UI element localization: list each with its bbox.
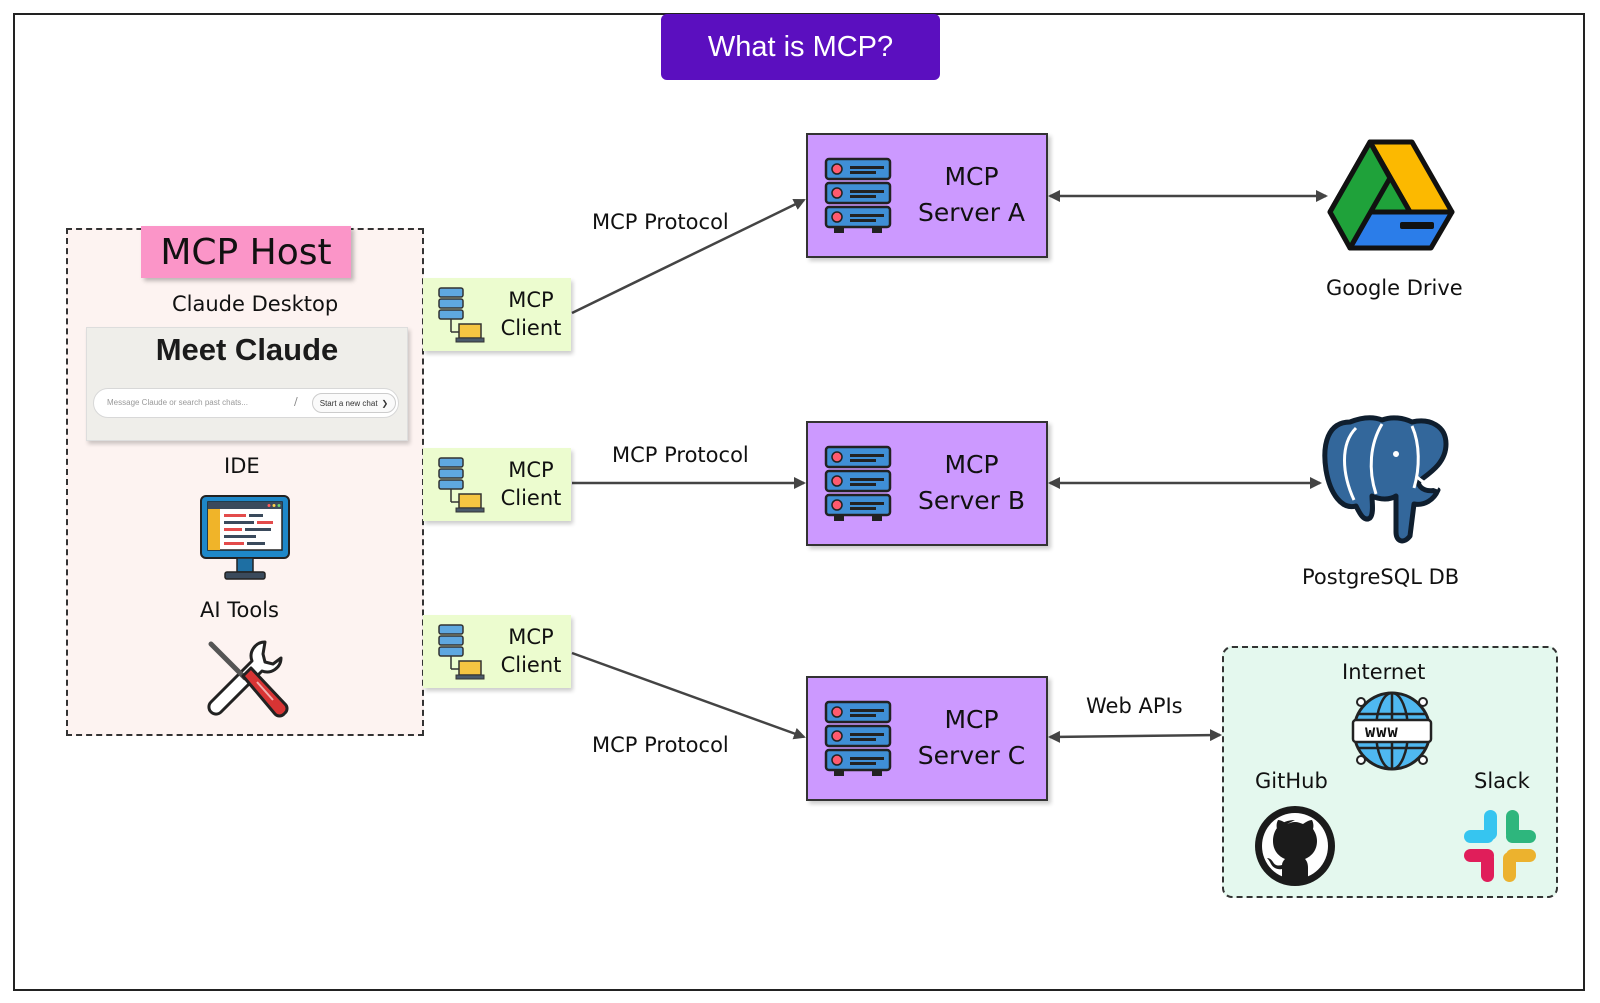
globe-icon [1351,691,1433,771]
meet-claude-heading: Meet Claude [155,332,339,367]
ide-label: IDE [224,454,260,478]
postgresql-elephant-icon [1322,415,1449,544]
claude-input-placeholder: Message Claude or search past chats... [107,398,248,407]
github-label: GitHub [1255,769,1328,793]
claude-desktop-label: Claude Desktop [172,292,339,316]
server-rack-icon [824,445,892,521]
mcp-host-label: MCP Host [141,226,351,278]
client-server-laptop-icon [438,457,485,513]
attach-icon[interactable]: ∕ [294,395,298,408]
protocol-label-b: MCP Protocol [612,443,749,467]
protocol-label-c: MCP Protocol [592,733,729,757]
claude-desktop-screenshot: Meet Claude Message Claude or search pas… [86,327,408,441]
chevron-right-icon: ❯ [381,398,389,408]
google-drive-icon [1327,139,1455,251]
slack-icon [1464,810,1536,882]
postgresql-label: PostgreSQL DB [1302,565,1460,589]
server-rack-icon [824,157,892,233]
internet-label: Internet [1342,660,1426,684]
ide-monitor-icon [200,495,290,580]
protocol-arrow-a [571,198,806,315]
client-server-laptop-icon [438,287,485,343]
ai-tools-label: AI Tools [200,598,279,622]
protocol-label-a: MCP Protocol [592,210,729,234]
slack-label: Slack [1474,769,1530,793]
web-apis-label: Web APIs [1086,694,1183,718]
google-drive-label: Google Drive [1326,276,1463,300]
mcp-host-container [66,228,424,736]
tools-icon [207,640,289,718]
client-server-laptop-icon [438,624,485,680]
start-new-chat-button[interactable]: Start a new chat ❯ [312,393,396,413]
www-text: www [1365,722,1399,742]
diagram-title: What is MCP? [661,14,940,80]
claude-message-input[interactable]: Message Claude or search past chats... ∕… [93,388,399,418]
start-new-chat-label: Start a new chat [319,398,378,408]
github-icon [1255,806,1335,886]
link-web [1048,729,1222,743]
server-rack-icon [824,700,892,776]
protocol-arrow-c [571,651,806,740]
